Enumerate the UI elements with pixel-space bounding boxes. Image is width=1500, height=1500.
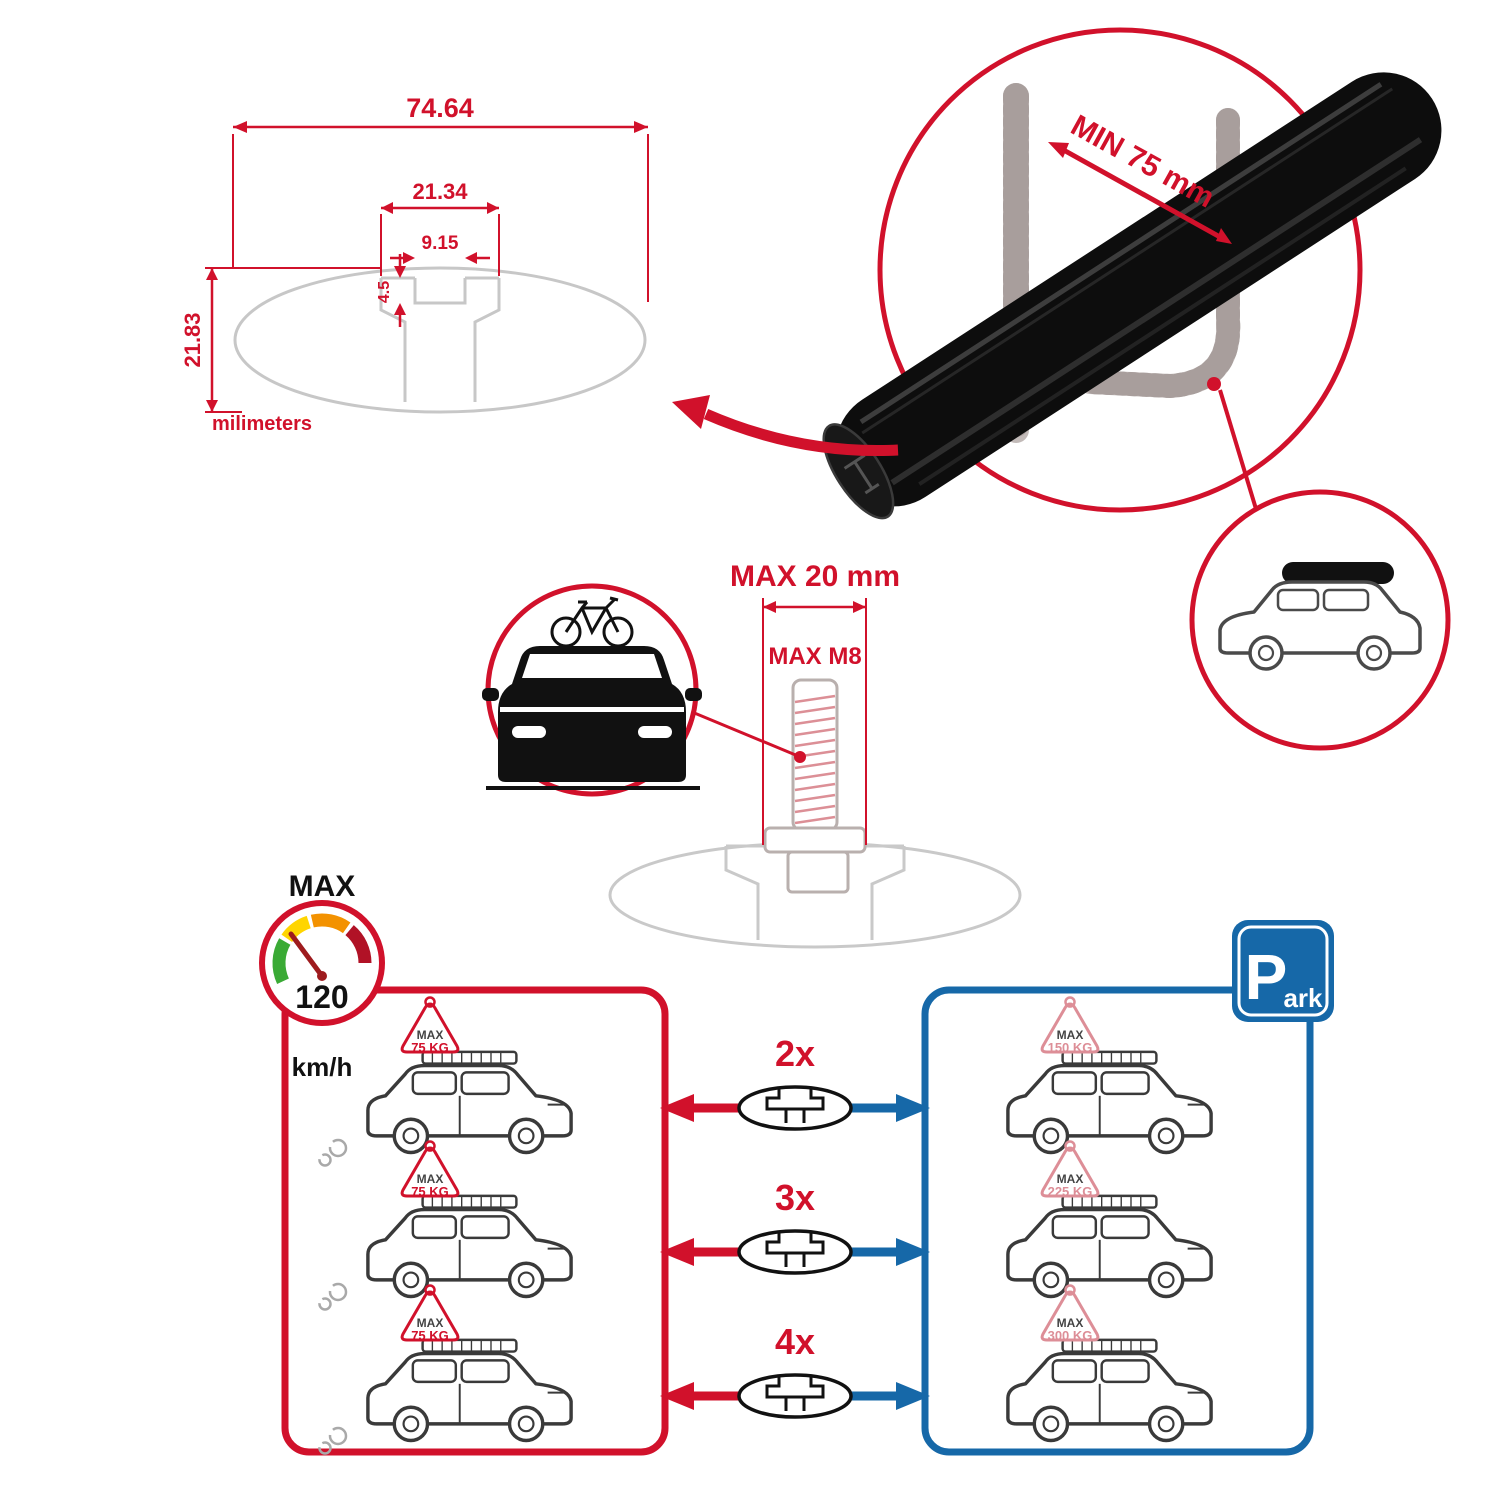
gauge-arcs bbox=[272, 913, 372, 984]
dim-total-width-label: 74.64 bbox=[406, 93, 474, 123]
bar-count-label: 3x bbox=[775, 1177, 815, 1218]
right-headlight bbox=[638, 726, 672, 738]
suv-detail-circle bbox=[1189, 489, 1451, 751]
speed-limit-badge: MAX 120 km/h bbox=[259, 870, 385, 1082]
crossbar-3d bbox=[822, 72, 1442, 520]
driving-car-2: MAX 75 KG bbox=[318, 1140, 573, 1311]
bolt-callout-dot bbox=[794, 751, 806, 763]
gauge-needle bbox=[288, 931, 325, 979]
callout-line bbox=[1218, 389, 1258, 510]
left-mirror bbox=[482, 688, 499, 701]
load-max-label: MAX bbox=[1057, 1316, 1084, 1330]
load-max-label: MAX bbox=[1057, 1172, 1084, 1186]
speed-unit: km/h bbox=[292, 1052, 353, 1082]
parked-car-1: MAX 150 KG bbox=[1006, 996, 1213, 1155]
exhaust-swirl bbox=[318, 1426, 348, 1455]
driving-car-3: MAX 75 KG bbox=[318, 1284, 573, 1455]
load-value: 75 KG bbox=[411, 1184, 449, 1199]
crossbar-detail-section: MIN 75 mm bbox=[672, 27, 1451, 751]
right-mirror bbox=[685, 688, 702, 701]
thread-lines bbox=[794, 694, 836, 825]
pointer-arrow-to-drawing bbox=[672, 395, 899, 457]
max-width-dim: MAX 20 mm MAX M8 bbox=[730, 560, 900, 845]
speed-max-heading: MAX bbox=[289, 870, 356, 903]
exhaust-swirl bbox=[318, 1282, 348, 1311]
units-label: milimeters bbox=[212, 413, 312, 435]
roof-box bbox=[1282, 562, 1394, 584]
callout-dot bbox=[1207, 377, 1221, 391]
load-value: 300 KG bbox=[1048, 1328, 1093, 1343]
driving-car-1: MAX 75 KG bbox=[318, 996, 573, 1167]
bolt-callout-line bbox=[691, 710, 799, 758]
car-front-circle bbox=[482, 583, 702, 797]
t-slot-profile-lines bbox=[379, 276, 501, 402]
bar-profile-ellipse bbox=[233, 266, 647, 414]
load-max-label: MAX bbox=[1057, 1028, 1084, 1042]
bar-option-row-2: 3x bbox=[660, 1177, 930, 1275]
load-value: 75 KG bbox=[411, 1040, 449, 1055]
bar-count-label: 2x bbox=[775, 1033, 815, 1074]
load-value: 150 KG bbox=[1048, 1040, 1093, 1055]
dim-total-width: 74.64 bbox=[232, 93, 649, 302]
bar-option-row-3: 4x bbox=[660, 1321, 930, 1419]
car-front-view bbox=[482, 646, 702, 790]
load-max-label: MAX bbox=[417, 1316, 444, 1330]
parked-car-3: MAX 300 KG bbox=[1006, 1284, 1213, 1443]
park-suffix: ark bbox=[1283, 983, 1323, 1013]
load-value: 75 KG bbox=[411, 1328, 449, 1343]
dim-slot-width: 9.15 bbox=[390, 233, 490, 264]
load-value: 225 KG bbox=[1048, 1184, 1093, 1199]
windshield bbox=[522, 654, 662, 678]
detail-circle bbox=[877, 27, 1363, 513]
bar-count-label: 4x bbox=[775, 1321, 815, 1362]
speed-value: 120 bbox=[295, 979, 348, 1015]
load-max-label: MAX bbox=[417, 1028, 444, 1042]
parked-car-2: MAX 225 KG bbox=[1006, 1140, 1213, 1299]
max-width-label: MAX 20 mm bbox=[730, 560, 900, 593]
dim-total-height-label: 21.83 bbox=[180, 312, 205, 367]
dim-slot-depth: 4.5 bbox=[376, 254, 406, 327]
max-thread-label: MAX M8 bbox=[768, 643, 861, 670]
exhaust-swirl bbox=[318, 1138, 348, 1167]
park-letter: P bbox=[1245, 941, 1288, 1013]
left-headlight bbox=[512, 726, 546, 738]
bolt-detail-section: MAX 20 mm MAX M8 bbox=[482, 560, 1022, 949]
dim-upper-width-label: 21.34 bbox=[412, 179, 468, 204]
suv-with-roofbox bbox=[1218, 562, 1422, 671]
load-max-label: MAX bbox=[417, 1172, 444, 1186]
dim-slot-width-label: 9.15 bbox=[422, 233, 459, 254]
cross-section-drawing: 74.64 21.34 9.15 4.5 21.83 bbox=[180, 93, 649, 435]
t-bolt bbox=[763, 678, 867, 894]
dim-upper-width: 21.34 bbox=[380, 179, 500, 276]
park-sign: P ark bbox=[1232, 920, 1334, 1022]
bar-option-row-1: 2x bbox=[660, 1033, 930, 1131]
dim-total-height: 21.83 bbox=[180, 267, 380, 413]
dim-slot-depth-label: 4.5 bbox=[376, 281, 393, 303]
